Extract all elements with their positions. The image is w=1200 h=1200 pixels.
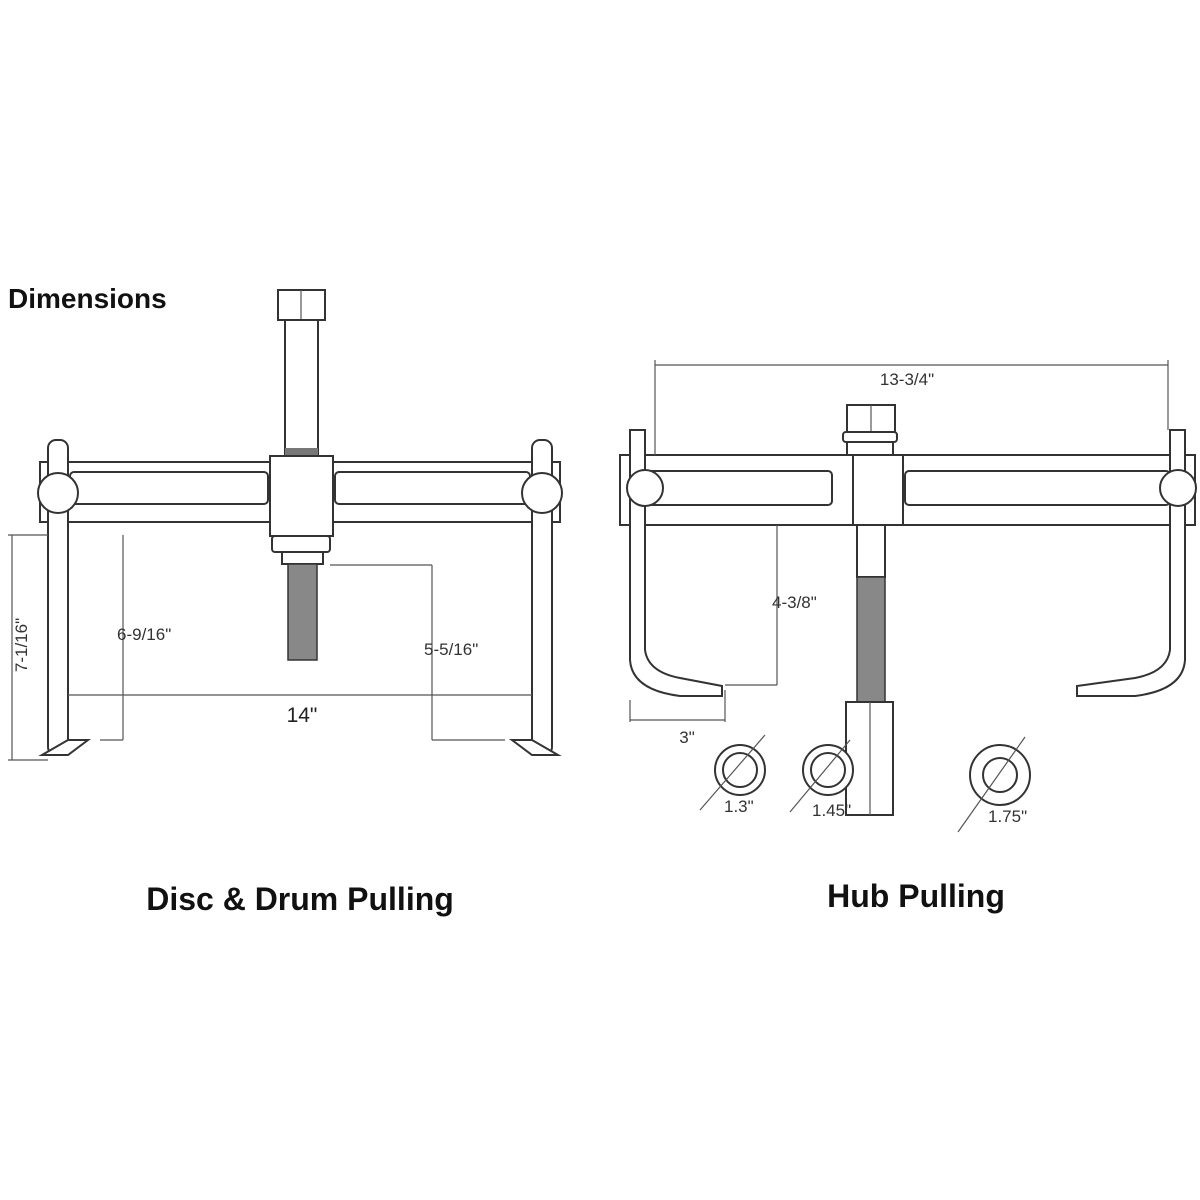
crossbar-slot-left [647,470,833,506]
dimension-lines [629,360,1169,722]
dim-total-height: 7-1/16" [12,618,31,672]
adapter-2: 1.45" [789,739,854,820]
pivot-right [1159,469,1197,507]
dim-reach-right: 5-5/16" [424,640,478,659]
foot-right [509,739,562,756]
dim-spread: 14" [287,704,318,727]
dimensions-heading: Dimensions [8,283,167,314]
adapter-3-size: 1.75" [988,807,1027,826]
pivot-left [37,472,79,514]
hub-title: Hub Pulling [827,878,1005,914]
center-block [852,454,904,526]
dim-spread: 13-3/4" [880,370,934,389]
threaded-rod [287,563,318,661]
disc-drum-puller: 7-1/16" 6-9/16" 5-5/16" 14" [8,289,563,761]
disc-drum-title: Disc & Drum Pulling [146,881,454,917]
dim-reach: 4-3/8" [772,593,817,612]
pivot-right [521,472,563,514]
jaw-right [1076,429,1186,697]
dimension-lines [8,534,532,761]
crossbar-slot-left [69,471,269,505]
dim-reach-left: 6-9/16" [117,625,171,644]
foot-left [38,739,91,756]
adapter-1: 1.3" [699,734,766,816]
hub-puller: 13-3/4" 4-3/8" 3" 1.3" 1.45" 1.75" [619,360,1197,833]
jaw-left [629,429,723,697]
crossbar-slot-right [904,470,1171,506]
crossbar-slot-right [334,471,531,505]
adapter-2-size: 1.45" [812,801,851,820]
forcing-screw-top [277,289,326,457]
adapter-3: 1.75" [957,736,1031,833]
threaded-rod [856,576,886,703]
dim-jaw: 3" [679,728,695,747]
adapter-1-size: 1.3" [724,797,754,816]
center-block [269,455,334,537]
pivot-left [626,469,664,507]
